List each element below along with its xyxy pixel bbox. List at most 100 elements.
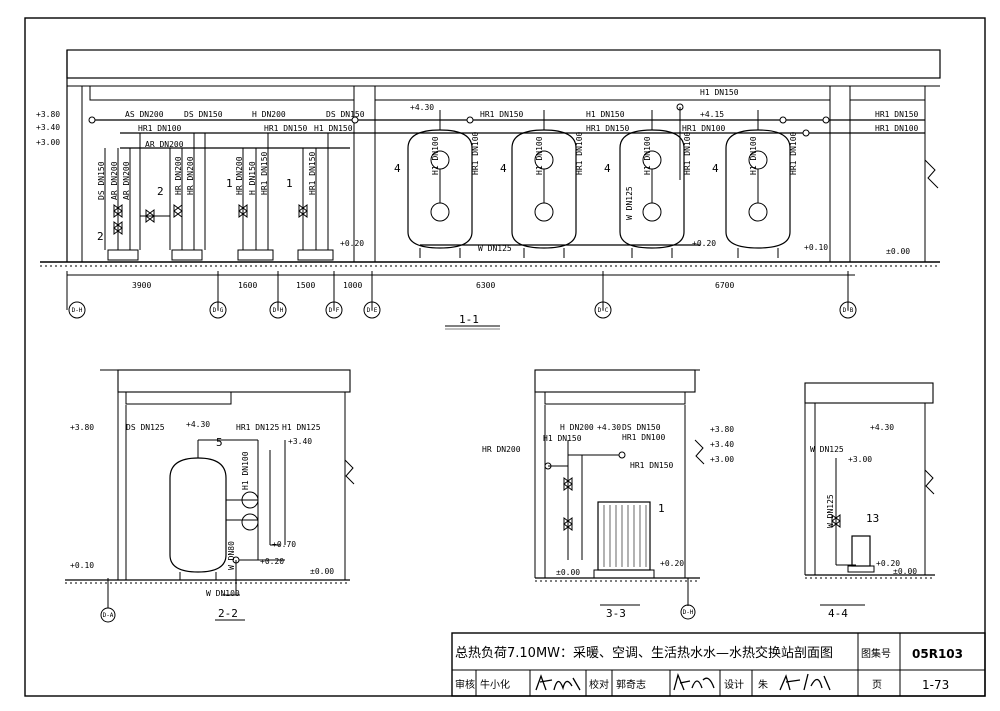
set-label: 图集号	[861, 647, 891, 660]
heat-exchanger-tank-2	[511, 110, 577, 258]
pipe-label: H1 DN100	[535, 136, 544, 175]
elevation-label: +3.40	[710, 440, 734, 449]
section-2-2	[65, 369, 355, 623]
pipe-label: H1 DN125	[282, 423, 321, 432]
elevation-label: +3.00	[710, 455, 734, 464]
pipe-label: HR DN200	[235, 156, 244, 195]
dimension-value: 1600	[238, 281, 257, 290]
axis-bubble	[269, 301, 287, 319]
elevation-label: +4.15	[700, 110, 724, 119]
callout-number: 2	[157, 185, 164, 198]
elevation-label: +0.10	[70, 561, 94, 570]
elevation-label: +0.70	[272, 540, 296, 549]
pipe-label: HR DN200	[186, 156, 195, 195]
pipe-label: HR1 DN150	[308, 151, 317, 195]
riser-group	[104, 133, 141, 261]
plate-heat-exchanger	[597, 501, 651, 571]
elevation-label: +3.80	[710, 425, 734, 434]
pipe-label: H1 DN150	[314, 124, 353, 133]
callout-number: 4	[394, 162, 401, 175]
section-4-4-text: +4.30 +3.00 +0.20 ±0.00 W DN125 W DN125 …	[810, 423, 917, 620]
axis-label: D-H	[273, 307, 284, 314]
section-2-2-text: +3.80 +4.30 +3.40 +0.70 +0.20 +0.10 ±0.0…	[70, 420, 334, 620]
section-3-3	[534, 369, 705, 620]
pipe-label: HR1 DN150	[264, 124, 308, 133]
callout-number: 4	[712, 162, 719, 175]
pipe-label: H1 DN100	[643, 136, 652, 175]
heat-exchanger-tank-3	[619, 110, 685, 258]
page-label: 页	[872, 679, 882, 691]
pipe-label: H DN150	[248, 161, 257, 195]
callout-number: 5	[216, 436, 223, 449]
elevation-label: +3.40	[36, 123, 60, 132]
elevation-label: +3.80	[70, 423, 94, 432]
pipe-label: HR1 DN150	[586, 124, 630, 133]
beam	[89, 85, 355, 101]
pipe-label: AR DN200	[145, 140, 184, 149]
storage-tank	[169, 457, 227, 573]
section-title: 3-3	[606, 607, 626, 620]
pipe-label: HR1 DN100	[138, 124, 182, 133]
pipe-label: HR1 DN100	[622, 433, 666, 442]
pipe-label: W DN125	[625, 186, 634, 220]
pipe-label: HR1 DN150	[260, 151, 269, 195]
axis-bubble	[325, 301, 343, 319]
pipe-label: HR DN200	[174, 156, 183, 195]
axis-bubble	[209, 301, 227, 319]
dimension-value: 6700	[715, 281, 734, 290]
pipe-label: HR1 DN100	[471, 131, 480, 175]
set-number: 05R103	[912, 647, 963, 661]
elevation-label: ±0.00	[556, 568, 580, 577]
title-block	[451, 632, 986, 697]
riser-group	[140, 133, 206, 261]
section-1-1	[40, 49, 941, 330]
axis-label: D-B	[843, 307, 854, 314]
pipe-label: HR1 DN100	[575, 131, 584, 175]
callout-number: 13	[866, 512, 879, 525]
section-title: 2-2	[218, 607, 238, 620]
elevation-label: +3.40	[288, 437, 312, 446]
axis-label: D-C	[598, 307, 609, 314]
axis-label: D-F	[329, 307, 340, 314]
callout-number: 2	[97, 230, 104, 243]
callout-number: 1	[226, 177, 233, 190]
axis-label: D-A	[103, 612, 114, 619]
elevation-label: +3.00	[848, 455, 872, 464]
pipe-label: HR1 DN125	[236, 423, 280, 432]
pipe-label: H DN200	[560, 423, 594, 432]
axis-label: D-E	[367, 307, 378, 314]
signature-designer	[779, 673, 831, 691]
elevation-label: +0.20	[692, 239, 716, 248]
pipe-label: AR DN200	[110, 161, 119, 200]
axis-label: D-H	[683, 609, 694, 616]
pipe-label: W DN100	[206, 589, 240, 598]
dimension-value: 1500	[296, 281, 315, 290]
drawing-title: 总热负荷7.10MW：采暖、空调、生活热水水—水热交换站剖面图	[455, 645, 833, 661]
pipe-label: HR1 DN100	[789, 131, 798, 175]
heat-exchanger-tank-1	[407, 110, 473, 258]
designer-name: 朱	[758, 679, 768, 691]
water-pump	[851, 535, 871, 567]
elevation-label: +4.30	[410, 103, 434, 112]
axis-label: D-H	[72, 307, 83, 314]
dimension-value: 6300	[476, 281, 495, 290]
dimension-value: 3900	[132, 281, 151, 290]
signature-checker	[673, 672, 715, 691]
pipe-label: H DN200	[252, 110, 286, 119]
pipe-label: W DN125	[810, 445, 844, 454]
section-1-1-text: +3.80 +3.40 +3.00 +4.30 +4.15 +0.20 +0.2…	[36, 88, 919, 326]
page-number: 1-73	[922, 678, 949, 692]
section-title: 1-1	[459, 313, 479, 326]
pipe-label: H1 DN100	[749, 136, 758, 175]
callout-number: 4	[604, 162, 611, 175]
section-title: 4-4	[828, 607, 848, 620]
elevation-label: +4.30	[597, 423, 621, 432]
pipe-label: W DN125	[478, 244, 512, 253]
pipe-label: H1 DN100	[241, 451, 250, 490]
pipe-label: HR1 DN100	[682, 124, 726, 133]
pipe-label: HR1 DN150	[630, 461, 674, 470]
section-4-4	[804, 382, 935, 606]
elevation-label: +3.80	[36, 110, 60, 119]
pipe-label: DS DN125	[126, 423, 165, 432]
